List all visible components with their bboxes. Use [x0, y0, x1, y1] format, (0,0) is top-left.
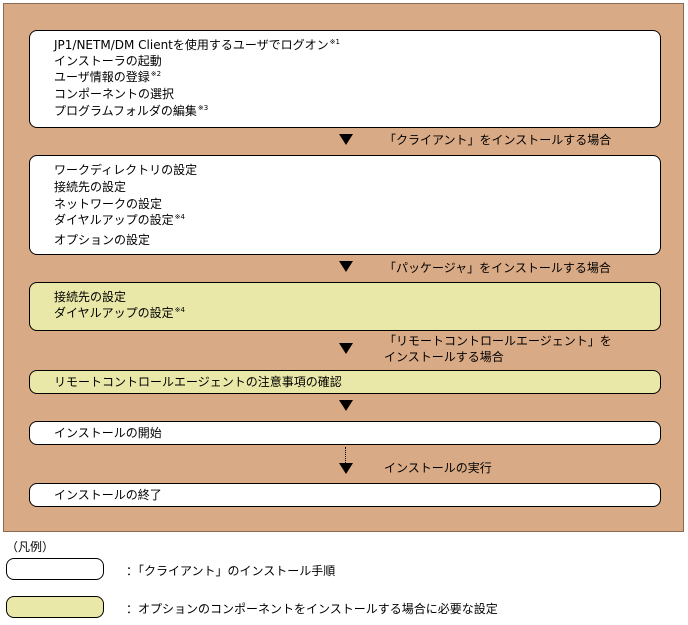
step-line: ダイヤルアップの設定※4	[54, 213, 185, 227]
step-line: インストールの開始	[54, 426, 162, 440]
condition-packager: 「パッケージャ」をインストールする場合	[384, 261, 611, 275]
legend-text-white: ：「クライアント」のインストール手順	[126, 564, 336, 578]
legend-text-yellow: ：オプションのコンポーネントをインストールする場合に必要な設定	[126, 602, 498, 616]
step-line: 接続先の設定	[54, 290, 127, 304]
condition-client: 「クライアント」をインストールする場合	[384, 133, 612, 147]
condition-line: インストールする場合	[384, 350, 504, 364]
step-line: プログラムフォルダの編集※3	[54, 104, 209, 118]
condition-line: 「リモートコントロールエージェント」を	[384, 334, 612, 348]
legend-swatch-yellow	[6, 596, 104, 618]
step-line: ネットワークの設定	[54, 197, 163, 211]
step-line: インストールの終了	[54, 488, 162, 502]
step-box-packager-settings: 接続先の設定 ダイヤルアップの設定※4	[29, 282, 661, 331]
legend-title: （凡例）	[6, 540, 55, 554]
down-arrow-icon	[339, 463, 353, 474]
step-line: オプションの設定	[54, 233, 151, 247]
condition-install-run: インストールの実行	[384, 461, 492, 475]
step-box-logon: JP1/NETM/DM Clientを使用するユーザでログオン※1 インストーラ…	[29, 30, 661, 128]
legend-swatch-white	[6, 558, 104, 580]
condition-remote-control: 「リモートコントロールエージェント」を インストールする場合	[384, 333, 612, 365]
down-arrow-icon	[339, 134, 353, 145]
down-arrow-icon	[339, 261, 353, 272]
dotted-connector	[345, 447, 346, 463]
step-box-install-start: インストールの開始	[29, 421, 661, 445]
step-box-install-end: インストールの終了	[29, 483, 661, 507]
down-arrow-icon	[339, 400, 353, 411]
step-line: コンポーネントの選択	[54, 87, 175, 101]
step-box-remote-control-check: リモートコントロールエージェントの注意事項の確認	[29, 370, 661, 394]
down-arrow-icon	[339, 343, 353, 354]
step-box-client-settings: ワークディレクトリの設定 接続先の設定 ネットワークの設定 ダイヤルアップの設定…	[29, 155, 661, 255]
step-line: リモートコントロールエージェントの注意事項の確認	[54, 375, 342, 389]
step-line: ワークディレクトリの設定	[54, 163, 198, 177]
step-line: ダイヤルアップの設定※4	[54, 306, 185, 320]
step-line: ユーザ情報の登録※2	[54, 70, 162, 84]
step-line: インストーラの起動	[54, 54, 162, 68]
step-line: JP1/NETM/DM Clientを使用するユーザでログオン※1	[54, 38, 340, 52]
step-line: 接続先の設定	[54, 180, 127, 194]
